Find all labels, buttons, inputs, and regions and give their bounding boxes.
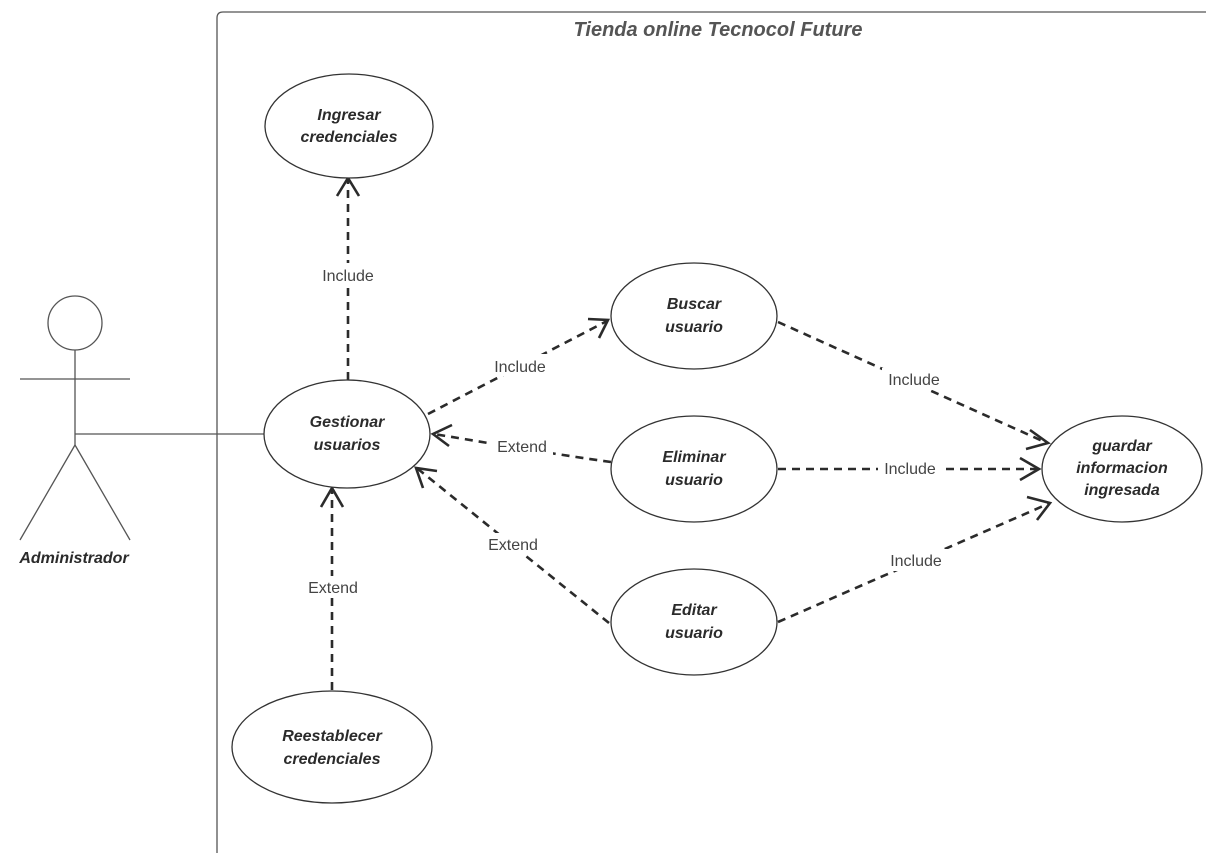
use-case-guardar-informacion-ingresada[interactable]: guardar informacion ingresada — [1041, 415, 1203, 523]
svg-text:Extend: Extend — [308, 580, 358, 597]
rel-editar-gestionar — [414, 466, 610, 625]
svg-text:usuario: usuario — [665, 472, 723, 489]
actor-administrador[interactable]: Administrador — [18, 295, 131, 567]
svg-text:usuario: usuario — [665, 625, 723, 642]
svg-text:ingresada: ingresada — [1084, 482, 1160, 499]
label-eliminar-gestionar: Extend — [491, 435, 553, 457]
svg-text:Include: Include — [494, 359, 546, 376]
actor-head — [47, 295, 103, 351]
actor-left-leg — [19, 444, 76, 541]
rel-editar-guardar — [777, 495, 1053, 624]
use-case-gestionar-usuarios[interactable]: Gestionar usuarios — [263, 379, 431, 489]
svg-text:informacion: informacion — [1076, 460, 1168, 477]
svg-text:Editar: Editar — [671, 602, 717, 619]
svg-text:Include: Include — [884, 461, 936, 478]
svg-text:credenciales: credenciales — [284, 751, 381, 768]
svg-text:Buscar: Buscar — [667, 296, 722, 313]
use-case-editar-usuario[interactable]: Editar usuario — [610, 568, 778, 676]
label-editar-gestionar: Extend — [482, 533, 544, 555]
svg-text:Include: Include — [322, 268, 374, 285]
svg-text:credenciales: credenciales — [301, 129, 398, 146]
svg-text:Include: Include — [888, 372, 940, 389]
system-boundary — [216, 11, 1206, 853]
use-case-buscar-usuario[interactable]: Buscar usuario — [610, 262, 778, 370]
svg-text:usuario: usuario — [665, 319, 723, 336]
svg-text:Ingresar: Ingresar — [317, 107, 381, 124]
system-title: Tienda online Tecnocol Future — [574, 19, 863, 41]
svg-text:Reestablecer: Reestablecer — [282, 728, 382, 745]
rel-eliminar-gestionar — [430, 423, 612, 464]
svg-text:usuarios: usuarios — [314, 437, 381, 454]
svg-text:Extend: Extend — [497, 439, 547, 456]
label-reestablecer-gestionar: Extend — [302, 576, 364, 598]
label-editar-guardar: Include — [884, 549, 948, 571]
label-eliminar-guardar: Include — [878, 458, 942, 480]
use-case-ingresar-credenciales[interactable]: Ingresar credenciales — [264, 73, 434, 179]
svg-text:guardar: guardar — [1091, 438, 1152, 455]
svg-text:Extend: Extend — [488, 537, 538, 554]
actor-right-leg — [74, 444, 131, 541]
use-case-eliminar-usuario[interactable]: Eliminar usuario — [610, 415, 778, 523]
label-gestionar-buscar: Include — [488, 354, 552, 376]
use-case-reestablecer-credenciales[interactable]: Reestablecer credenciales — [231, 690, 433, 804]
label-gestionar-ingresar: Include — [316, 263, 380, 285]
svg-text:Eliminar: Eliminar — [662, 449, 726, 466]
svg-text:Gestionar: Gestionar — [310, 414, 385, 431]
label-buscar-guardar: Include — [882, 368, 946, 390]
actor-name: Administrador — [18, 550, 129, 567]
svg-text:Include: Include — [890, 553, 942, 570]
